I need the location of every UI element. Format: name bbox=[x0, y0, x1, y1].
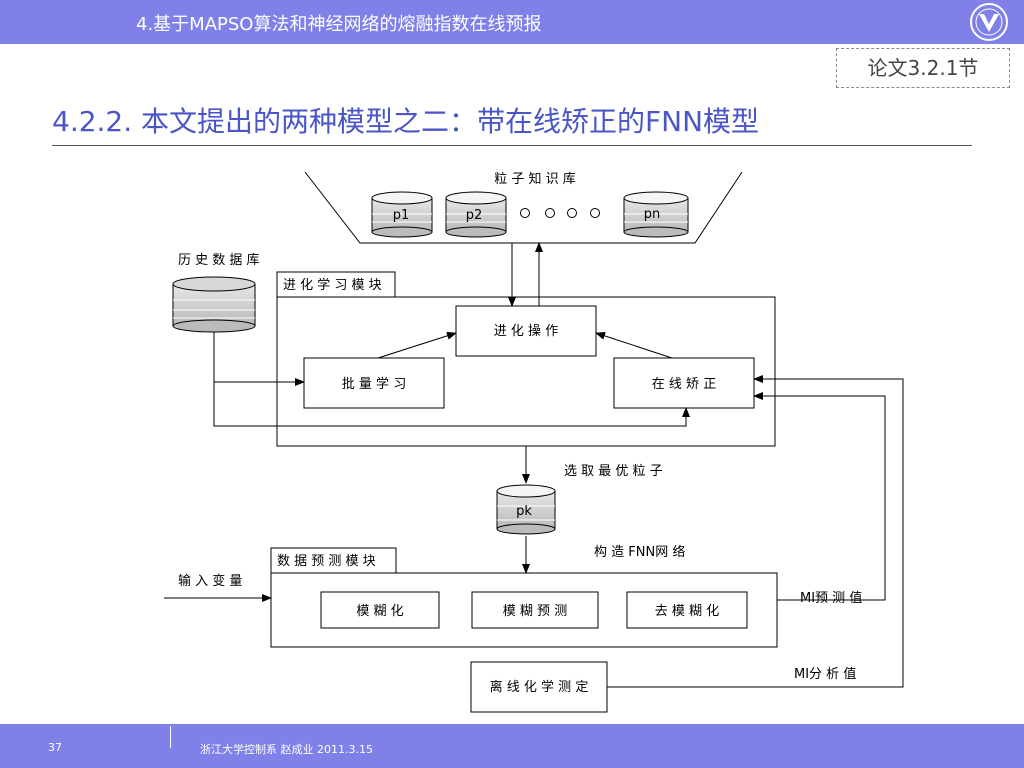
evolution-module-tab bbox=[276, 271, 396, 298]
evolution-op-box bbox=[455, 305, 597, 357]
model-diagram: 粒 子 知 识 库 p1 p2 pn 历 史 数 据 库 bbox=[164, 171, 904, 713]
fuzzy-predict-label: 模 糊 预 测 bbox=[503, 603, 567, 619]
database-p1-label: p1 bbox=[393, 208, 410, 223]
batch-learning-label: 批 量 学 习 bbox=[342, 376, 406, 392]
fuzzify-label: 模 糊 化 bbox=[356, 603, 403, 619]
database-pk-label: pk bbox=[516, 504, 532, 519]
online-correction-label: 在 线 矫 正 bbox=[652, 377, 716, 392]
slide-title: 4.2.2. 本文提出的两种模型之二：带在线矫正的FNN模型 bbox=[52, 105, 760, 138]
connector-lines bbox=[164, 242, 904, 688]
footer-bar bbox=[0, 724, 1024, 768]
fuzzify-box bbox=[320, 591, 440, 629]
database-pn-icon bbox=[623, 191, 689, 238]
mi-analysis-label: MI分 析 值 bbox=[794, 666, 856, 682]
evolution-op-label: 进 化 操 作 bbox=[494, 323, 558, 339]
knowledge-base-outline bbox=[304, 171, 743, 244]
database-p2-label: p2 bbox=[466, 208, 483, 223]
page-number: 37 bbox=[48, 741, 62, 754]
offline-test-box bbox=[470, 661, 608, 713]
prediction-module-label: 数 据 预 测 模 块 bbox=[277, 554, 376, 569]
evolution-module-label: 进 化 学 习 模 块 bbox=[283, 277, 382, 293]
build-fnn-label: 构 造 FNN网 络 bbox=[594, 544, 685, 560]
particle-kb-label: 粒 子 知 识 库 bbox=[494, 171, 576, 187]
prediction-module-tab bbox=[270, 547, 397, 574]
prediction-module-box bbox=[270, 572, 778, 648]
reference-box: 论文3.2.1节 bbox=[836, 48, 1010, 88]
header-title: 4.基于MAPSO算法和神经网络的熔融指数在线预报 bbox=[136, 14, 542, 35]
mi-prediction-label: MI预 测 值 bbox=[800, 590, 862, 606]
database-p1-icon bbox=[371, 191, 433, 238]
database-p2-icon bbox=[445, 191, 507, 238]
ellipsis-dots bbox=[520, 208, 600, 218]
defuzzify-label: 去 模 糊 化 bbox=[655, 603, 719, 619]
title-underline bbox=[52, 145, 972, 146]
fuzzy-predict-box bbox=[471, 591, 599, 629]
select-best-label: 选 取 最 优 粒 子 bbox=[564, 464, 663, 479]
database-pn-label: pn bbox=[644, 207, 661, 222]
header-bar bbox=[0, 0, 1024, 44]
footer-info: 浙江大学控制系 赵成业 2011.3.15 bbox=[200, 743, 373, 756]
online-correction-box bbox=[613, 357, 755, 409]
defuzzify-box bbox=[626, 591, 748, 629]
footer-separator bbox=[170, 726, 171, 748]
input-variable-label: 输 入 变 量 bbox=[178, 573, 242, 589]
university-logo bbox=[970, 3, 1008, 41]
history-database-icon bbox=[172, 276, 256, 333]
database-pk-icon bbox=[496, 484, 556, 535]
history-db-label: 历 史 数 据 库 bbox=[178, 252, 260, 268]
offline-test-label: 离 线 化 学 测 定 bbox=[490, 679, 589, 695]
